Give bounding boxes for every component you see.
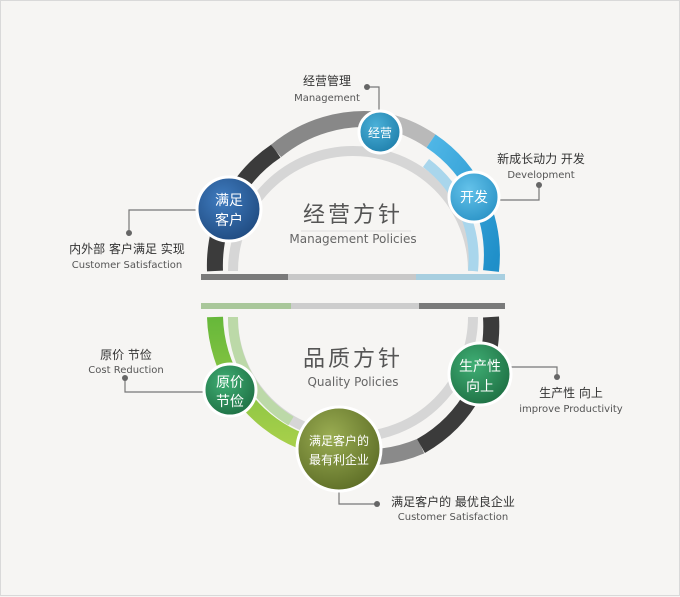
label-best-cn: 满足客户的 最优良企业	[391, 494, 515, 509]
top-title: 经营方针	[303, 203, 403, 228]
node-productivity-text-2: 向上	[466, 379, 494, 395]
callout-cost	[124, 378, 207, 393]
callout-management	[367, 86, 380, 113]
node-customer-text-2: 客户	[215, 212, 243, 229]
node-management[interactable]: 经营	[357, 109, 403, 155]
divider-bottom	[201, 303, 505, 309]
bottom-subtitle: Quality Policies	[307, 375, 398, 389]
node-best-text-1: 满足客户的	[309, 433, 369, 448]
node-customer-text-1: 满足	[215, 193, 243, 209]
label-management-en: Management	[294, 93, 360, 104]
label-productivity-en: improve Productivity	[519, 404, 622, 415]
callout-customer	[128, 209, 201, 233]
node-development-text: 开发	[460, 190, 488, 206]
callout-productivity	[509, 366, 558, 377]
label-customer-en: Customer Satisfaction	[72, 260, 182, 271]
label-cost-en: Cost Reduction	[88, 365, 163, 376]
bottom-title: 品质方针	[303, 347, 403, 372]
node-management-text: 经营	[368, 126, 392, 140]
divider-top	[201, 274, 505, 280]
node-productivity-text-1: 生产性	[459, 359, 501, 375]
node-cost-text-1: 原价	[216, 375, 244, 391]
label-best-en: Customer Satisfaction	[398, 512, 508, 523]
node-productivity[interactable]: 生产性 向上	[447, 341, 513, 407]
node-best-text-2: 最有利企业	[309, 452, 369, 467]
node-customer[interactable]: 满足 客户	[195, 175, 263, 243]
callout-dots	[122, 84, 560, 507]
label-management-cn: 经营管理	[303, 73, 351, 88]
top-subtitle: Management Policies	[289, 232, 416, 246]
label-development-cn: 新成长动力 开发	[497, 151, 585, 166]
node-development[interactable]: 开发	[447, 170, 501, 224]
node-cost[interactable]: 原价 节俭	[202, 362, 258, 418]
label-productivity-cn: 生产性 向上	[539, 385, 603, 400]
node-cost-text-2: 节俭	[216, 394, 244, 410]
node-best[interactable]: 满足客户的 最有利企业	[295, 405, 383, 493]
label-cost-cn: 原价 节俭	[100, 347, 152, 362]
label-customer-cn: 内外部 客户满足 实现	[69, 241, 185, 256]
label-development-en: Development	[507, 170, 574, 181]
callout-development	[499, 185, 540, 201]
